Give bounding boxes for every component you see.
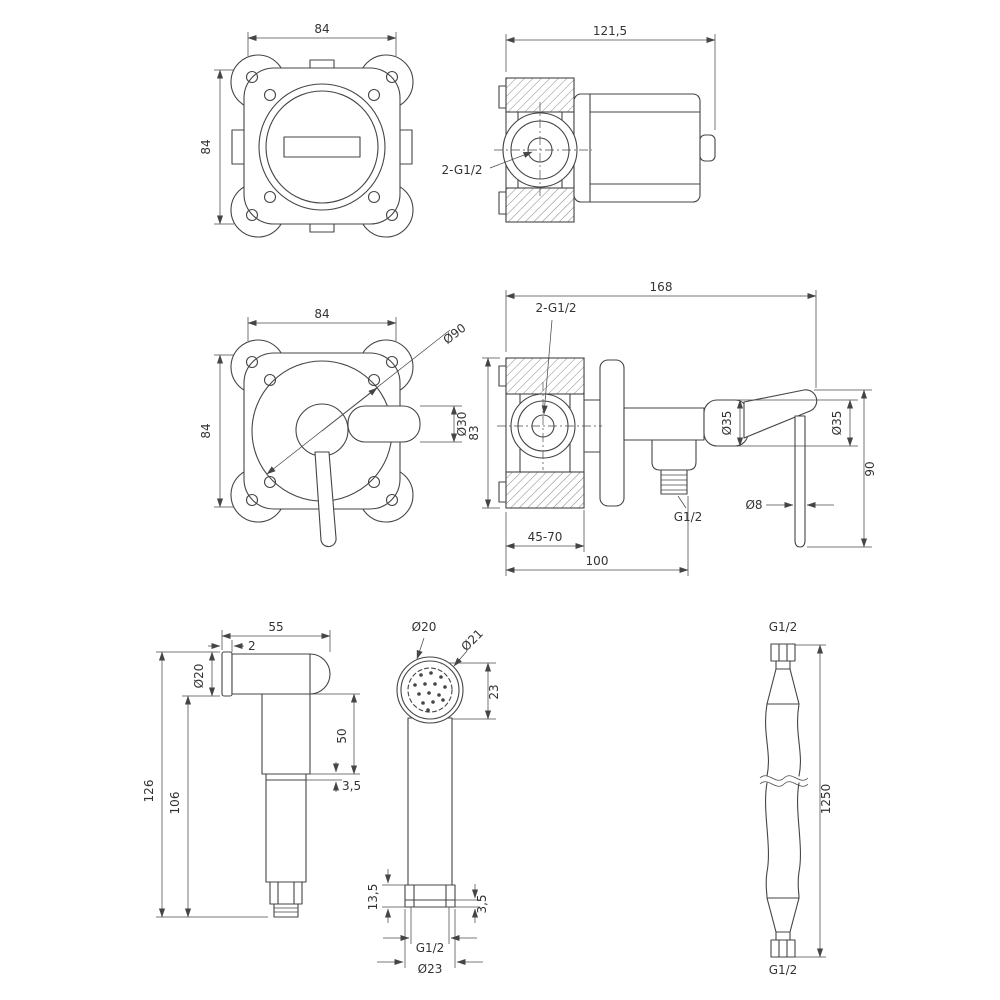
spray-face — [221, 651, 233, 697]
grip-diameter-label: Ø35 — [830, 411, 844, 436]
trim-front-view: 84 84 Ø90 Ø30 — [199, 307, 469, 548]
mixer-opening-inner — [265, 90, 379, 204]
inlet-thread-label: 2-G1/2 — [441, 163, 482, 177]
rough-in-valve-outline — [494, 77, 716, 223]
sprayer-side-dimensions: 55 2 Ø20 50 3,5 126 106 — [142, 620, 361, 918]
handle-hub — [295, 403, 349, 457]
nut-diameter-label: Ø23 — [418, 962, 443, 976]
hose-outline — [759, 643, 809, 958]
hose-length-label: 1250 — [819, 784, 833, 815]
spray-nozzles — [413, 671, 447, 712]
hose-view: G1/2 G1/2 1250 — [759, 620, 833, 977]
sprayer-front-view: Ø20 Ø21 23 13,5 3,5 G1/2 Ø23 — [366, 620, 501, 976]
sprayer-head — [396, 656, 464, 724]
top-thread-label: G1/2 — [769, 620, 798, 634]
sprayer-front-dimensions: Ø20 Ø21 23 13,5 3,5 G1/2 Ø23 — [366, 620, 501, 976]
mixer-side-view: 168 2-G1/2 83 Ø35 Ø35 90 Ø8 G1/2 45-70 1… — [467, 280, 877, 576]
lip-label: 3,5 — [475, 894, 489, 913]
hatched-section-bottom — [505, 471, 585, 509]
valve-cartridge-body — [573, 93, 701, 203]
spray-face-circle — [407, 667, 453, 713]
rough-in-valve-side-view: 121,5 2-G1/2 — [441, 24, 716, 223]
hose-body-right — [797, 703, 801, 899]
spindle-nub — [699, 134, 716, 162]
hose-top-nut — [770, 643, 796, 662]
total-height-label: 126 — [142, 780, 156, 803]
lever-drop-label: 90 — [863, 461, 877, 476]
rough-in-box-dimensions: 84 84 — [199, 22, 397, 225]
sprayer-head — [231, 653, 331, 695]
dim-width-label: 84 — [314, 22, 329, 36]
thread-length-label: 13,5 — [366, 884, 380, 911]
head-height-label: 23 — [487, 684, 501, 699]
rod-diameter-label: Ø8 — [745, 498, 762, 512]
grip-length-label: 50 — [335, 728, 349, 743]
dim-height-label: 83 — [467, 425, 481, 440]
hose-body-left — [765, 703, 769, 899]
head-diameter-label: Ø20 — [192, 664, 206, 689]
hatched-section-top — [505, 357, 585, 395]
sprayer-front-outline — [396, 656, 464, 908]
outlet-elbow — [651, 439, 697, 471]
thread-label: G1/2 — [416, 941, 445, 955]
lever-rod — [794, 415, 806, 548]
connector-nut — [404, 884, 456, 908]
rough-in-valve-dimensions: 121,5 2-G1/2 — [441, 24, 716, 177]
wall-escutcheon — [599, 359, 625, 507]
mixer-side-dimensions: 168 2-G1/2 83 Ø35 Ø35 90 Ø8 G1/2 45-70 1… — [467, 280, 877, 576]
depth-total-label: 100 — [586, 554, 609, 568]
depth-range-label: 45-70 — [528, 530, 563, 544]
hub-diameter-label: Ø35 — [720, 411, 734, 436]
head-length-label: 55 — [268, 620, 283, 634]
dim-height-label: 84 — [199, 139, 213, 154]
hose-top-crimp — [766, 668, 800, 705]
sprayer-side-view: 55 2 Ø20 50 3,5 126 106 — [142, 620, 361, 918]
cartridge-slot — [283, 136, 361, 158]
screw-holes — [245, 70, 399, 222]
hose-bottom-crimp — [766, 897, 800, 933]
inlet-thread-label: 2-G1/2 — [535, 301, 576, 315]
mixer-body-pipe — [623, 407, 705, 441]
bottom-thread-label: G1/2 — [769, 963, 798, 977]
rough-in-box-outline — [230, 54, 414, 238]
hose-dimensions: G1/2 G1/2 1250 — [769, 620, 833, 977]
head-diameter-label: Ø20 — [412, 620, 437, 634]
dim-width-label: 84 — [314, 307, 329, 321]
dim-width-label: 168 — [650, 280, 673, 294]
connector-nut — [269, 881, 303, 905]
mixer-opening-outer — [258, 83, 386, 211]
sprayer-grip — [261, 693, 311, 775]
rough-in-box-front-view: 84 84 — [199, 22, 414, 238]
plate-diameter-label: Ø90 — [440, 321, 468, 347]
shower-holder — [347, 405, 421, 443]
handle-grip — [743, 389, 818, 439]
face-thickness-label: 2 — [248, 639, 256, 653]
connector-thread — [273, 903, 299, 918]
lever-handle — [314, 451, 337, 548]
body-height-label: 106 — [168, 792, 182, 815]
face-diameter-label: Ø21 — [458, 626, 485, 653]
screw-holes — [245, 355, 399, 507]
trim-front-outline — [230, 339, 421, 548]
sprayer-tube — [265, 773, 307, 883]
sprayer-tube — [407, 717, 453, 886]
dim-height-label: 84 — [199, 423, 213, 438]
sprayer-side-outline — [221, 651, 331, 918]
step-label: 3,5 — [342, 779, 361, 793]
knob-diameter-label: Ø30 — [455, 412, 469, 437]
mixer-side-outline — [497, 357, 818, 548]
hose-break-mark — [759, 781, 809, 787]
dim-width-label: 121,5 — [593, 24, 627, 38]
hose-break-mark — [759, 775, 809, 781]
hose-bottom-nut — [770, 939, 796, 958]
